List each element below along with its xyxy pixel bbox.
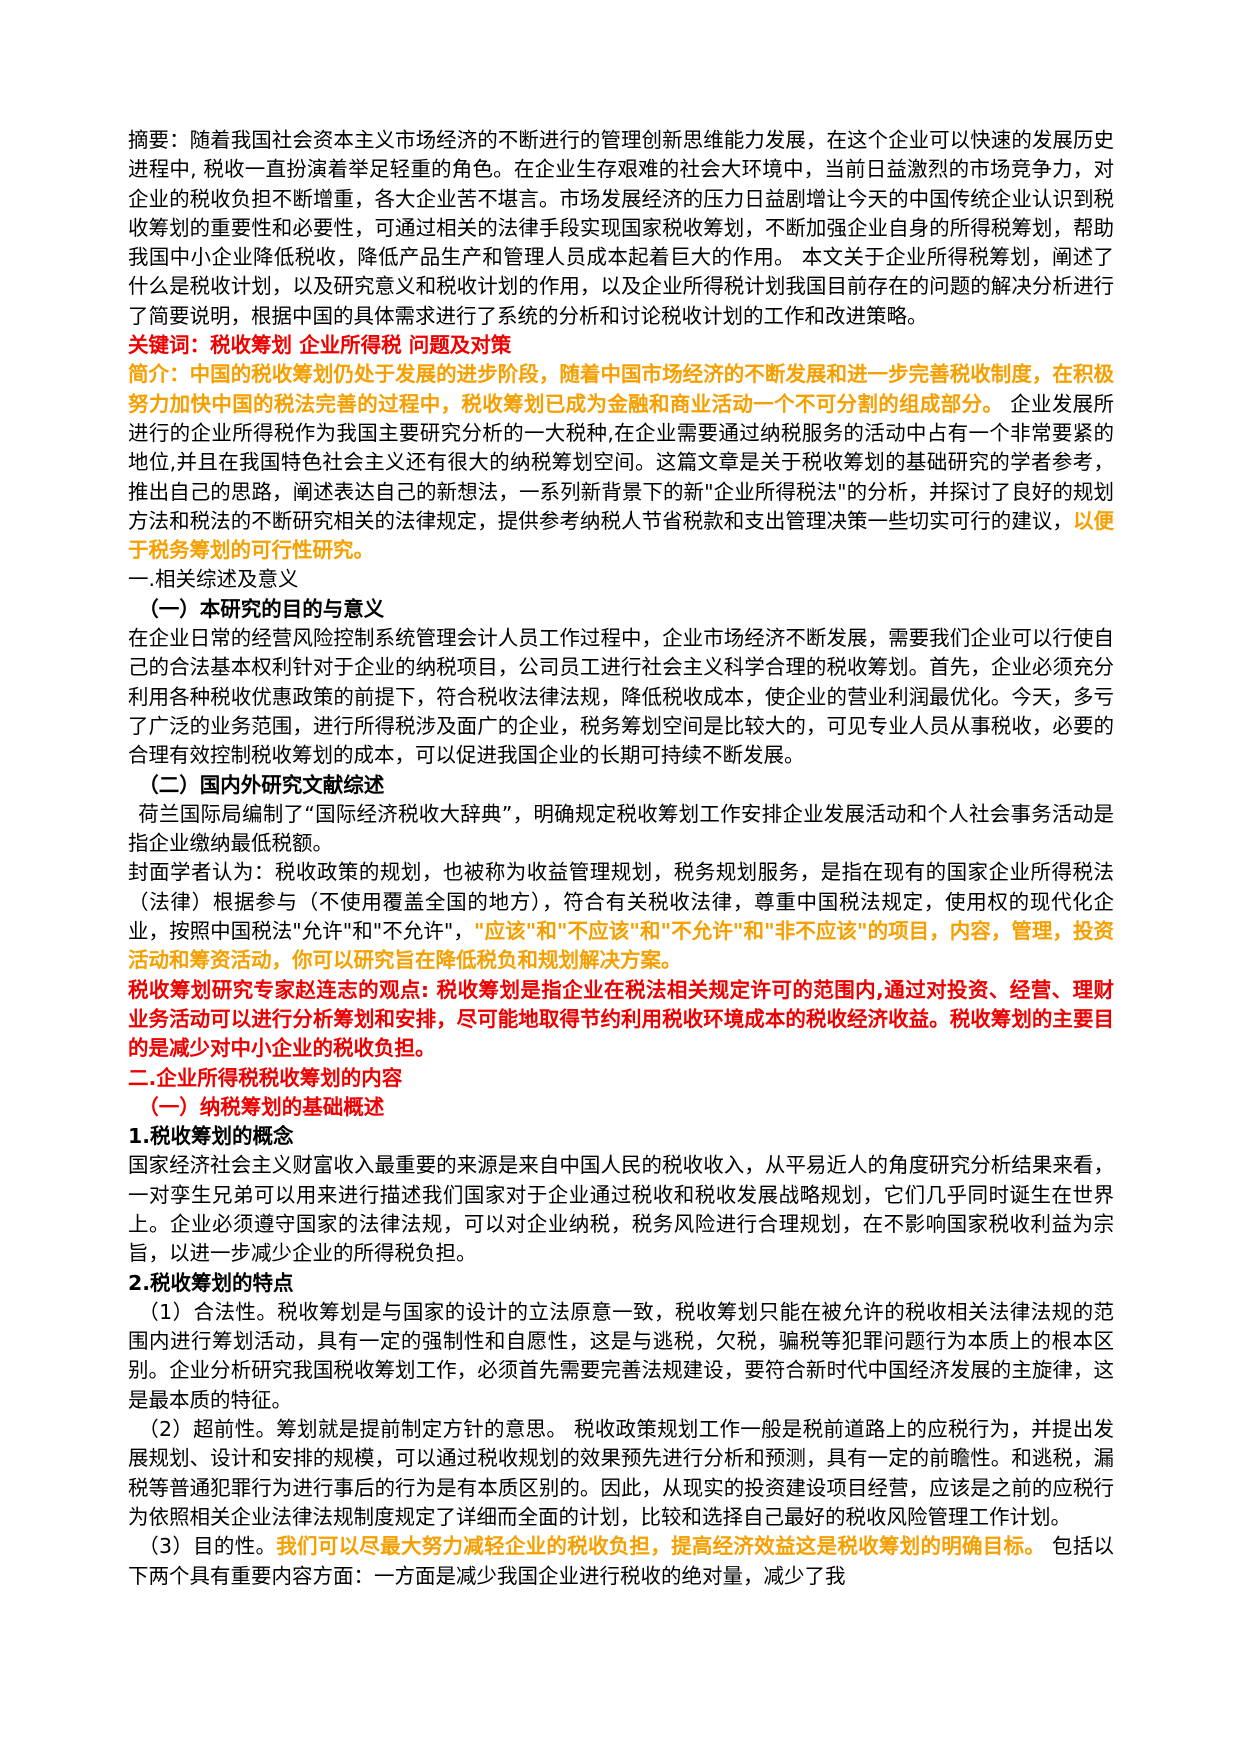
subsection-heading-literature-run-0: （二）国内外研究文献综述 — [138, 772, 385, 797]
item-heading-features: 2.税收筹划的特点 — [128, 1269, 1114, 1298]
section-heading-2-run-0: 二.企业所得税税收筹划的内容 — [128, 1065, 403, 1090]
literature-paragraph-2-run-0: 封面学者认为：税收政策的规划，也被称为收益管理规划，税务规划服务，是指在现有的国… — [128, 860, 1114, 944]
section-heading-1-run-0: 一.相关综述及意义 — [128, 567, 299, 592]
feature-paragraph-2: （2）超前性。筹划就是提前制定方针的意思。 税收政策规划工作一般是税前道路上的应… — [128, 1415, 1114, 1532]
feature-paragraph-2-run-0: （2）超前性。筹划就是提前制定方针的意思。 税收政策规划工作一般是税前道路上的应… — [128, 1417, 1114, 1529]
feature-paragraph-1: （1）合法性。税收筹划是与国家的设计的立法原意一致，税收筹划只能在被允许的税收相… — [128, 1298, 1114, 1415]
abstract-paragraph-run-0: 摘要：随着我国社会资本主义市场经济的不断进行的管理创新思维能力发展，在这个企业可… — [128, 128, 1114, 328]
literature-paragraph-2: 封面学者认为：税收政策的规划，也被称为收益管理规划，税务规划服务，是指在现有的国… — [128, 858, 1114, 975]
feature-paragraph-1-run-0: （1）合法性。税收筹划是与国家的设计的立法原意一致，税收筹划只能在被允许的税收相… — [128, 1299, 1114, 1412]
purpose-paragraph-run-0: 在企业日常的经营风险控制系统管理会计人员工作过程中，企业市场经济不断发展，需要我… — [128, 626, 1114, 768]
item-heading-features-run-0: 2.税收筹划的特点 — [128, 1270, 294, 1295]
subsection-heading-literature: （二）国内外研究文献综述 — [128, 771, 1114, 800]
feature-paragraph-3: （3）目的性。我们可以尽最大努力减轻企业的税收负担，提高经济效益这是税收筹划的明… — [128, 1532, 1114, 1591]
introduction-paragraph-run-1: 企业发展所进行的企业所得税作为我国主要研究分析的一大税种,在企业需要通过纳税服务… — [128, 391, 1114, 533]
document-body: 摘要：随着我国社会资本主义市场经济的不断进行的管理创新思维能力发展，在这个企业可… — [128, 126, 1114, 1591]
expert-viewpoint-paragraph-run-0: 税收筹划研究专家赵连志的观点: 税收筹划是指企业在税法相关规定许可的范围内,通过… — [128, 977, 1114, 1061]
introduction-paragraph-run-0: 简介：中国的税收筹划仍处于发展的进步阶段，随着中国市场经济的不断发展和进一步完善… — [128, 362, 1114, 416]
subsection-heading-basics-run-0: （一）纳税筹划的基础概述 — [138, 1094, 385, 1119]
section-heading-1: 一.相关综述及意义 — [128, 565, 1114, 594]
item-heading-concept: 1.税收筹划的概念 — [128, 1122, 1114, 1151]
introduction-paragraph-run-2: 以便于税务筹划的可行性研究。 — [128, 508, 1115, 563]
subsection-heading-purpose: （一）本研究的目的与意义 — [128, 595, 1114, 624]
subsection-heading-basics: （一）纳税筹划的基础概述 — [128, 1093, 1114, 1122]
feature-paragraph-3-run-1: 我们可以尽最大努力减轻企业的税收负担，提高经济效益这是税收筹划的明确目标。 — [276, 1534, 1046, 1559]
purpose-paragraph: 在企业日常的经营风险控制系统管理会计人员工作过程中，企业市场经济不断发展，需要我… — [128, 624, 1114, 770]
literature-paragraph-1: 荷兰国际局编制了“国际经济税收大辞典”，明确规定税收筹划工作安排企业发展活动和个… — [128, 800, 1114, 859]
literature-paragraph-1-run-0: 荷兰国际局编制了“国际经济税收大辞典”，明确规定税收筹划工作安排企业发展活动和个… — [128, 801, 1114, 856]
introduction-paragraph: 简介：中国的税收筹划仍处于发展的进步阶段，随着中国市场经济的不断发展和进一步完善… — [128, 360, 1114, 565]
feature-paragraph-3-run-0: （3）目的性。 — [138, 1534, 277, 1559]
item-heading-concept-run-0: 1.税收筹划的概念 — [128, 1124, 294, 1149]
keywords-line-run-0: 关键词：税收筹划 企业所得税 问题及对策 — [128, 333, 512, 358]
abstract-paragraph: 摘要：随着我国社会资本主义市场经济的不断进行的管理创新思维能力发展，在这个企业可… — [128, 126, 1114, 331]
section-heading-2: 二.企业所得税税收筹划的内容 — [128, 1064, 1114, 1093]
keywords-line: 关键词：税收筹划 企业所得税 问题及对策 — [128, 331, 1114, 360]
concept-paragraph-run-0: 国家经济社会主义财富收入最重要的来源是来自中国人民的税收收入，从平易近人的角度研… — [128, 1153, 1114, 1266]
subsection-heading-purpose-run-0: （一）本研究的目的与意义 — [138, 596, 385, 621]
concept-paragraph: 国家经济社会主义财富收入最重要的来源是来自中国人民的税收收入，从平易近人的角度研… — [128, 1151, 1114, 1268]
literature-paragraph-2-run-1: "应该"和"不应该"和"不允许"和"非不应该"的项目，内容，管理，投资活动和筹资… — [128, 919, 1114, 973]
expert-viewpoint-paragraph: 税收筹划研究专家赵连志的观点: 税收筹划是指企业在税法相关规定许可的范围内,通过… — [128, 976, 1114, 1064]
feature-paragraph-3-run-2: 包括以下两个具有重要内容方面：一方面是减少我国企业进行税收的绝对量，减少了我 — [128, 1534, 1114, 1588]
